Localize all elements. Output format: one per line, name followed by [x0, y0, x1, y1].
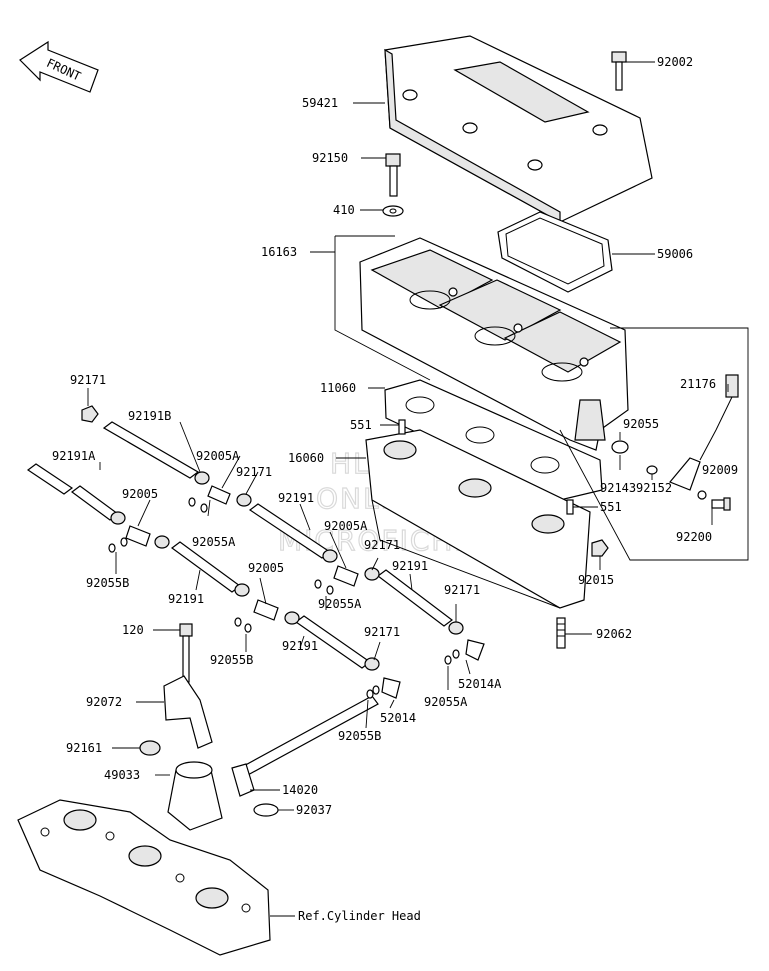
cover-part-illustration [384, 35, 653, 224]
label-92009: 92009 [702, 463, 738, 477]
label-92055B-1: 92055B [86, 576, 129, 590]
oring-92143-illustration [611, 440, 629, 454]
label-92055A-1: 92055A [192, 535, 236, 549]
grommet-92161-illustration [139, 740, 161, 756]
label-92055A-3: 92055A [424, 695, 468, 709]
label-52014: 52014 [380, 711, 416, 725]
tee-fittings-illustration [125, 485, 359, 621]
label-92191-c: 92191 [392, 559, 428, 573]
label-120: 120 [122, 623, 144, 637]
label-92037: 92037 [296, 803, 332, 817]
label-551-b: 551 [600, 500, 622, 514]
oring-92055-illustration [646, 465, 658, 475]
hose-92191B-illustration [102, 421, 200, 479]
label-92002: 92002 [657, 55, 693, 69]
label-92171-c: 92171 [364, 538, 400, 552]
label-92055A-2: 92055A [318, 597, 362, 611]
washer-410-illustration [382, 205, 404, 217]
label-52014A: 52014A [458, 677, 502, 691]
label-ref-cylinder-head: Ref.Cylinder Head [298, 909, 421, 923]
cylinder-head-illustration [17, 799, 271, 956]
label-92191B: 92191B [128, 409, 171, 423]
leader-lines [87, 61, 729, 917]
clip-92037-illustration [253, 803, 279, 817]
label-92143: 92143 [600, 481, 636, 495]
label-92062: 92062 [596, 627, 632, 641]
valve-49033-illustration [167, 761, 223, 831]
label-92191A: 92191A [52, 449, 96, 463]
label-92055: 92055 [623, 417, 659, 431]
bracket-92072-illustration [163, 675, 213, 749]
label-410: 410 [333, 203, 355, 217]
label-16163: 16163 [261, 245, 297, 259]
label-92171-e: 92171 [364, 625, 400, 639]
label-92152: 92152 [636, 481, 672, 495]
label-92191-d: 92191 [282, 639, 318, 653]
label-92171-a: 92171 [70, 373, 106, 387]
label-92005A-1: 92005A [196, 449, 240, 463]
part-labels: 92002 59421 92150 410 59006 16163 21176 … [52, 55, 738, 923]
manifold-16060-illustration [365, 429, 591, 609]
gasket-11060-illustration [384, 379, 603, 501]
clamps-92171-illustration [81, 405, 464, 671]
label-92005A-2: 92005A [324, 519, 368, 533]
label-92161: 92161 [66, 741, 102, 755]
small-orings-illustration [108, 497, 460, 699]
bolt-92200-illustration [711, 497, 731, 511]
label-92055B-2: 92055B [210, 653, 253, 667]
label-92200: 92200 [676, 530, 712, 544]
front-arrow-icon: FRONT [19, 40, 99, 93]
label-92005-b: 92005 [248, 561, 284, 575]
label-92072: 92072 [86, 695, 122, 709]
bolt-92002-illustration [611, 51, 627, 91]
label-21176: 21176 [680, 377, 716, 391]
label-11060: 11060 [320, 381, 356, 395]
elbow-fittings-illustration [381, 639, 485, 699]
nut-92015-illustration [591, 539, 609, 557]
washer-92009-illustration [697, 490, 707, 500]
label-92191-b: 92191 [168, 592, 204, 606]
label-92150: 92150 [312, 151, 348, 165]
hose-92191-illustration-1 [170, 541, 242, 593]
label-92015: 92015 [578, 573, 614, 587]
bolt-92150-illustration [385, 153, 401, 197]
label-92191-a: 92191 [278, 491, 314, 505]
stud-551-illustration [398, 419, 406, 435]
label-92005-a: 92005 [122, 487, 158, 501]
label-92171-d: 92171 [444, 583, 480, 597]
hose-92191-illustration-3 [377, 569, 453, 627]
stud-92062-illustration [556, 617, 566, 649]
sensor-21176-illustration [669, 374, 739, 491]
label-551-a: 551 [350, 418, 372, 432]
label-59421: 59421 [302, 96, 338, 110]
label-59006: 59006 [657, 247, 693, 261]
label-92171-b: 92171 [236, 465, 272, 479]
label-92055B-3: 92055B [338, 729, 381, 743]
stud-551-illustration-2 [566, 499, 574, 515]
label-49033: 49033 [104, 768, 140, 782]
hose-92191A-illustration [26, 463, 120, 521]
gasket-59006-illustration [497, 211, 613, 293]
intake-chamber-illustration [359, 237, 629, 451]
bolt-120-illustration [179, 623, 193, 683]
label-16060: 16060 [288, 451, 324, 465]
label-14020: 14020 [282, 783, 318, 797]
